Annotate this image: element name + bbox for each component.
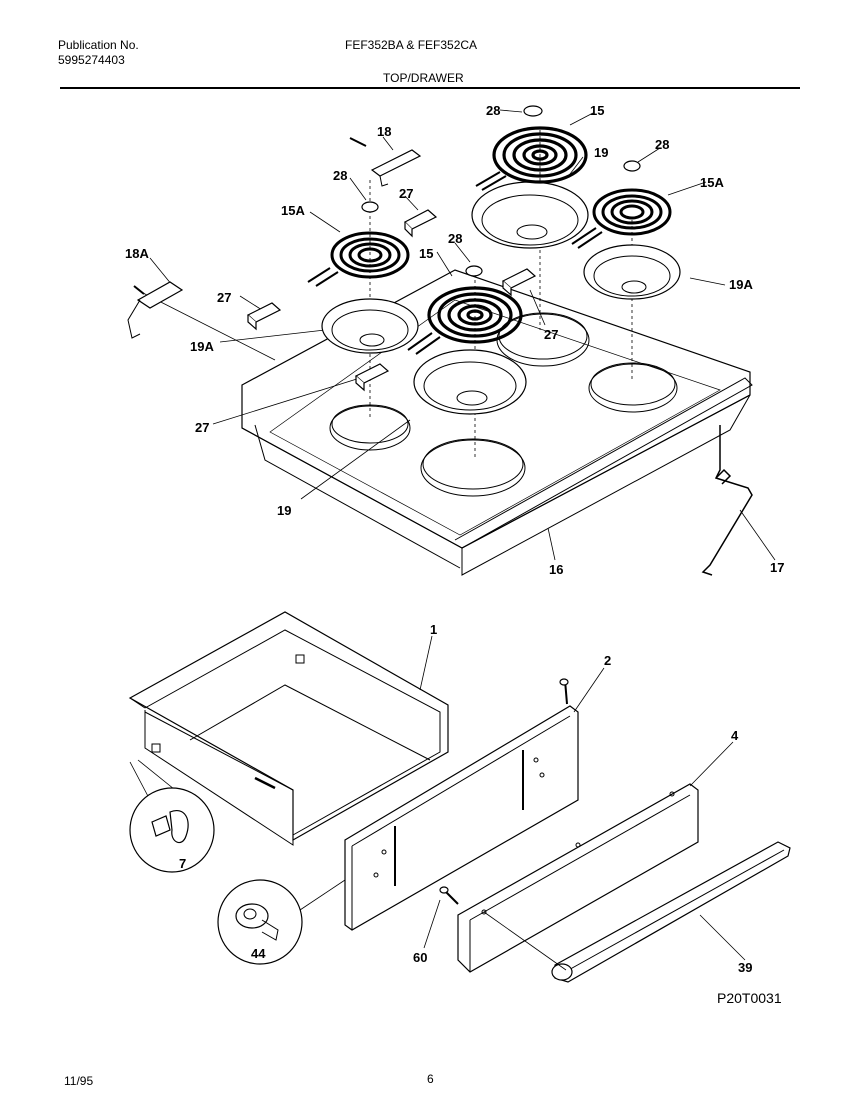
drawer-inner-panel (344, 678, 579, 931)
lift-rod (701, 425, 753, 576)
screw (439, 886, 459, 905)
callout-7: 7 (179, 856, 186, 871)
callout-15: 15 (419, 246, 433, 261)
callout-60: 60 (413, 950, 427, 965)
callout-28: 28 (448, 231, 462, 246)
callout-15a: 15A (700, 175, 724, 190)
callout-16: 16 (549, 562, 563, 577)
callout-44: 44 (251, 946, 266, 961)
publication-number: 5995274403 (58, 53, 125, 67)
callout-19: 19 (277, 503, 291, 518)
receptacles (246, 209, 537, 392)
cooktop-main-top (241, 269, 753, 576)
detail-roller (129, 759, 215, 873)
callout-39: 39 (738, 960, 752, 975)
callout-2: 2 (604, 653, 611, 668)
header-rule (60, 87, 800, 89)
detail-glide (217, 879, 346, 965)
drawer-front (457, 783, 699, 973)
brackets (127, 137, 422, 339)
callout-4: 4 (731, 728, 739, 743)
callout-18a: 18A (125, 246, 149, 261)
callout-15: 15 (590, 103, 604, 118)
drawer-body (128, 611, 449, 846)
section-title: TOP/DRAWER (383, 71, 464, 85)
callout-27: 27 (399, 186, 413, 201)
callout-19a: 19A (190, 339, 214, 354)
callout-27: 27 (217, 290, 231, 305)
callout-28: 28 (333, 168, 347, 183)
element-caps (361, 105, 641, 277)
footer-page-number: 6 (427, 1072, 434, 1086)
diagram-code: P20T0031 (717, 990, 782, 1006)
drawer-handle (551, 841, 791, 983)
callout-15a: 15A (281, 203, 305, 218)
callout-18: 18 (377, 124, 391, 139)
callout-19a: 19A (729, 277, 753, 292)
callout-1: 1 (430, 622, 437, 637)
footer-date: 11/95 (64, 1074, 94, 1088)
callout-28: 28 (486, 103, 500, 118)
callout-28: 28 (655, 137, 669, 152)
drawer-leaders (419, 635, 746, 971)
callout-17: 17 (770, 560, 784, 575)
model-numbers: FEF352BA & FEF352CA (345, 38, 478, 52)
callout-19: 19 (594, 145, 608, 160)
callout-labels: 18 28 27 15A 28 15 19 28 15A 18A 15 28 2… (125, 103, 784, 1006)
drip-bowls (321, 181, 681, 415)
surface-elements (307, 126, 672, 355)
callout-27: 27 (544, 327, 558, 342)
publication-label: Publication No. (58, 38, 139, 52)
callout-27: 27 (195, 420, 209, 435)
